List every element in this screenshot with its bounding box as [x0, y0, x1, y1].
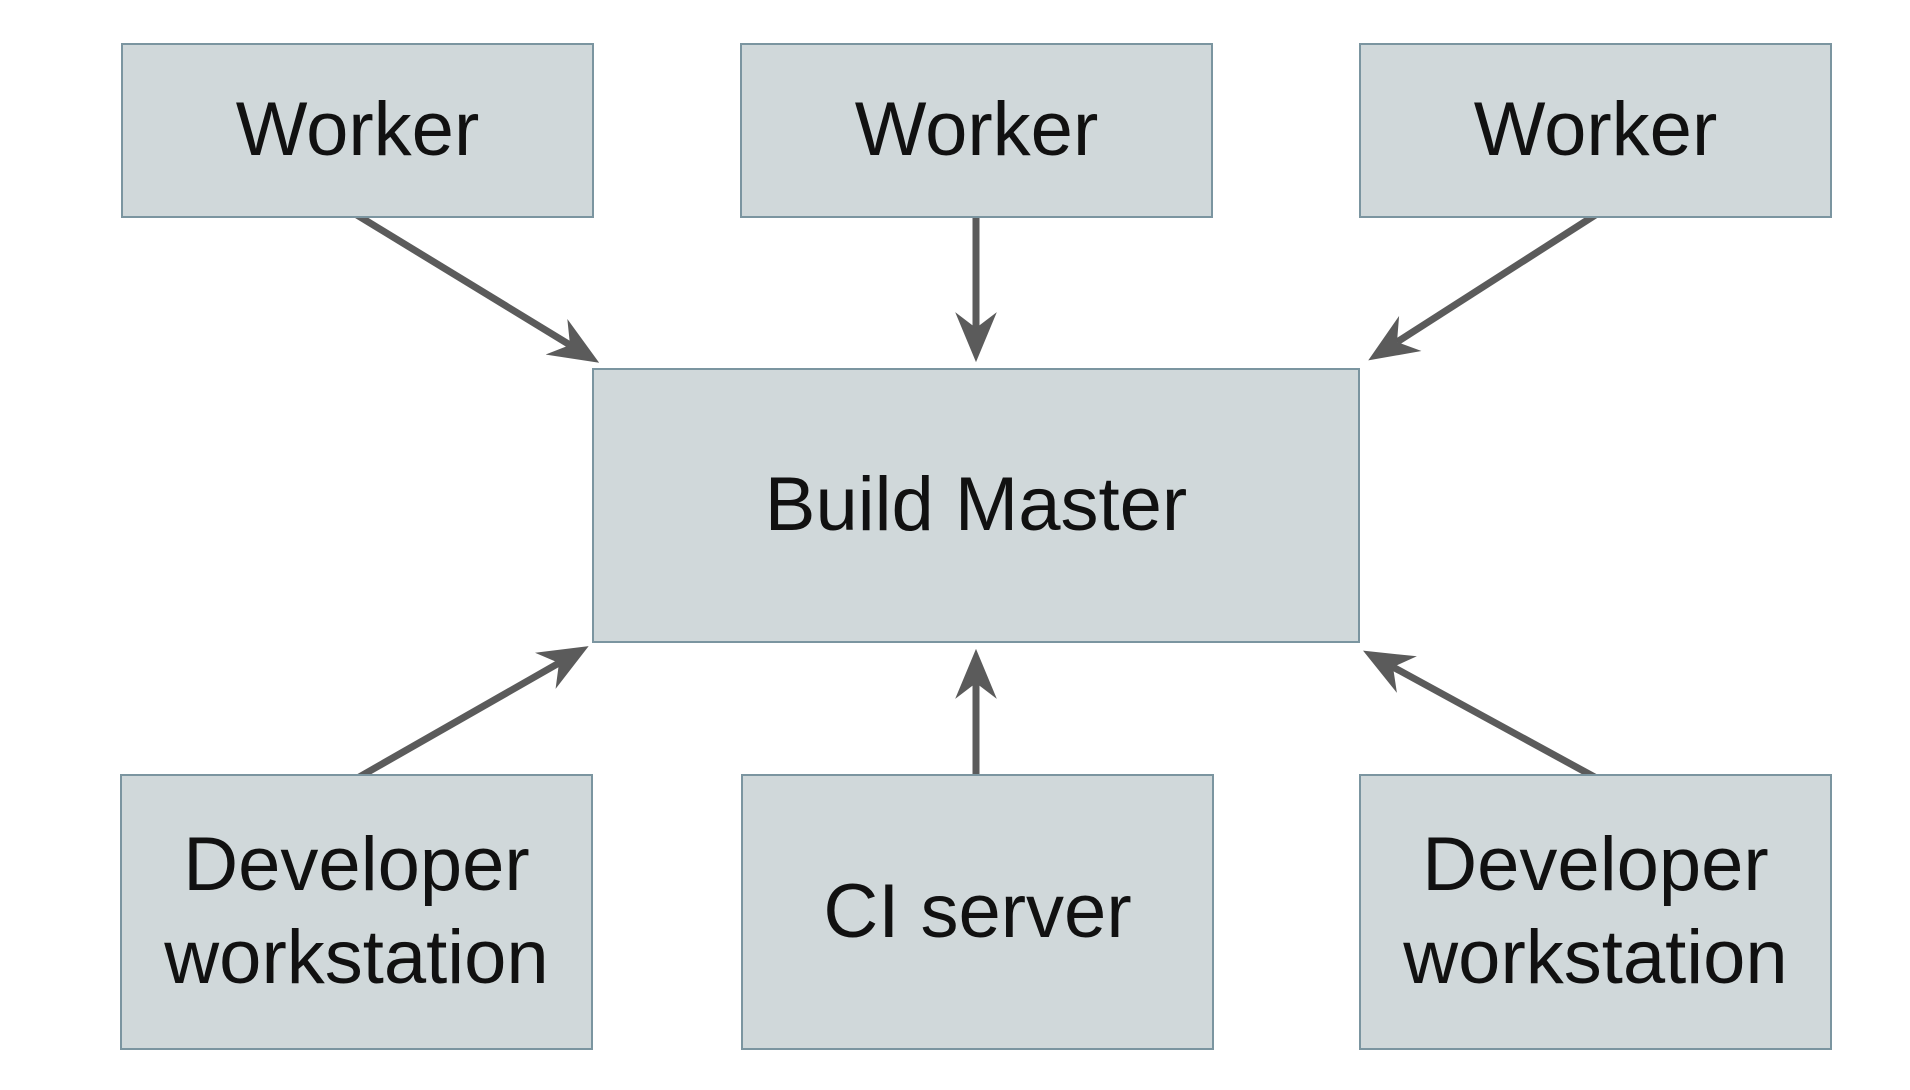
node-worker-1-label: Worker — [235, 87, 480, 173]
arrow-dev-left-to-build-master — [352, 646, 589, 784]
node-worker-1: Worker — [121, 43, 594, 218]
node-worker-2-label: Worker — [854, 87, 1099, 173]
node-developer-workstation-right: Developer workstation — [1359, 774, 1832, 1050]
arrow-dev-right-to-build-master — [1363, 650, 1602, 784]
arrow-worker-1-to-build-master — [350, 209, 600, 363]
node-developer-workstation-left: Developer workstation — [120, 774, 593, 1050]
node-worker-3-label: Worker — [1473, 87, 1718, 173]
arrow-worker-3-to-build-master — [1368, 209, 1602, 361]
node-developer-workstation-left-label: Developer workstation — [164, 822, 549, 1000]
node-developer-workstation-right-label: Developer workstation — [1403, 822, 1788, 1000]
node-build-master-label: Build Master — [764, 462, 1188, 548]
node-ci-server: CI server — [741, 774, 1214, 1050]
node-worker-3: Worker — [1359, 43, 1832, 218]
node-build-master: Build Master — [592, 368, 1360, 643]
node-worker-2: Worker — [740, 43, 1213, 218]
node-ci-server-label: CI server — [823, 868, 1132, 954]
